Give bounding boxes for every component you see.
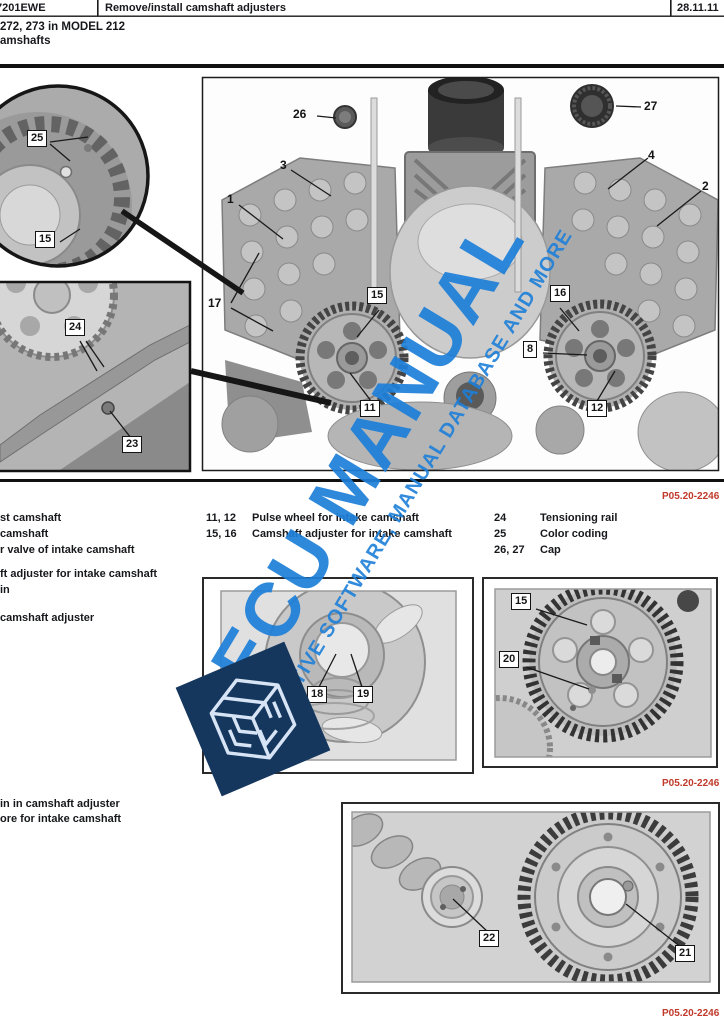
legend-desc: Camshaft adjuster for intake camshaft: [252, 528, 452, 540]
legend-item: st camshaft: [0, 512, 62, 524]
figure-ref: P05.20-2246: [662, 778, 720, 789]
doc-code: 7201EWE: [0, 2, 46, 14]
legend-item: camshaft adjuster: [0, 612, 95, 624]
legend-num: 26, 27: [494, 544, 525, 556]
doc-date: 28.11.11: [677, 2, 719, 14]
inset-pointer-line: [190, 368, 332, 406]
section-line: amshafts: [0, 35, 51, 47]
figure-ref: P05.20-2246: [662, 491, 720, 502]
legend-num: 11, 12: [206, 512, 236, 524]
legend-item: r valve of intake camshaft: [0, 544, 135, 556]
ecu-logo: [175, 641, 331, 797]
page-title: Remove/install camshaft adjusters: [105, 2, 286, 14]
legend-item: ore for intake camshaft: [0, 813, 122, 825]
legend-item: in in camshaft adjuster: [0, 798, 120, 810]
inset-frame: [0, 280, 192, 473]
tensioning-rail-inset: [0, 283, 190, 470]
legend-num: 15, 16: [206, 528, 237, 540]
model-line: 272, 273 in MODEL 212: [0, 21, 126, 33]
legend-num: 25: [494, 528, 507, 540]
right-camshaft-adjuster: [543, 299, 657, 413]
pulse-wheel-illustration: [495, 589, 711, 757]
magnifier-ring: [0, 84, 150, 268]
callout-leader-lines: [49, 105, 702, 949]
legend-desc: Cap: [540, 544, 561, 556]
magnifier-pointer-line: [120, 208, 245, 296]
legend-item: ft adjuster for intake camshaft: [0, 568, 158, 580]
engine-front-illustration: [203, 78, 718, 470]
legend-num: 24: [494, 512, 507, 524]
ecu-logo-cube-icon: [209, 678, 297, 760]
camshaft-gear-illustration: [352, 812, 710, 982]
mid-right-figure-frame: [482, 577, 718, 768]
legend-desc: Pulse wheel for intake camshaft: [252, 512, 419, 524]
legend-desc: Tensioning rail: [540, 512, 618, 524]
left-camshaft-adjuster: [295, 301, 409, 415]
legend-item: camshaft: [0, 528, 49, 540]
figure-ref: P05.20-2246: [662, 1008, 720, 1019]
main-figure-frame: [201, 76, 720, 472]
legend-item: in: [0, 584, 10, 596]
header-rules: [0, 0, 724, 482]
adjuster-magnified-inset: [0, 86, 148, 266]
bottom-figure-frame: [341, 802, 720, 994]
legend-desc: Color coding: [540, 528, 608, 540]
